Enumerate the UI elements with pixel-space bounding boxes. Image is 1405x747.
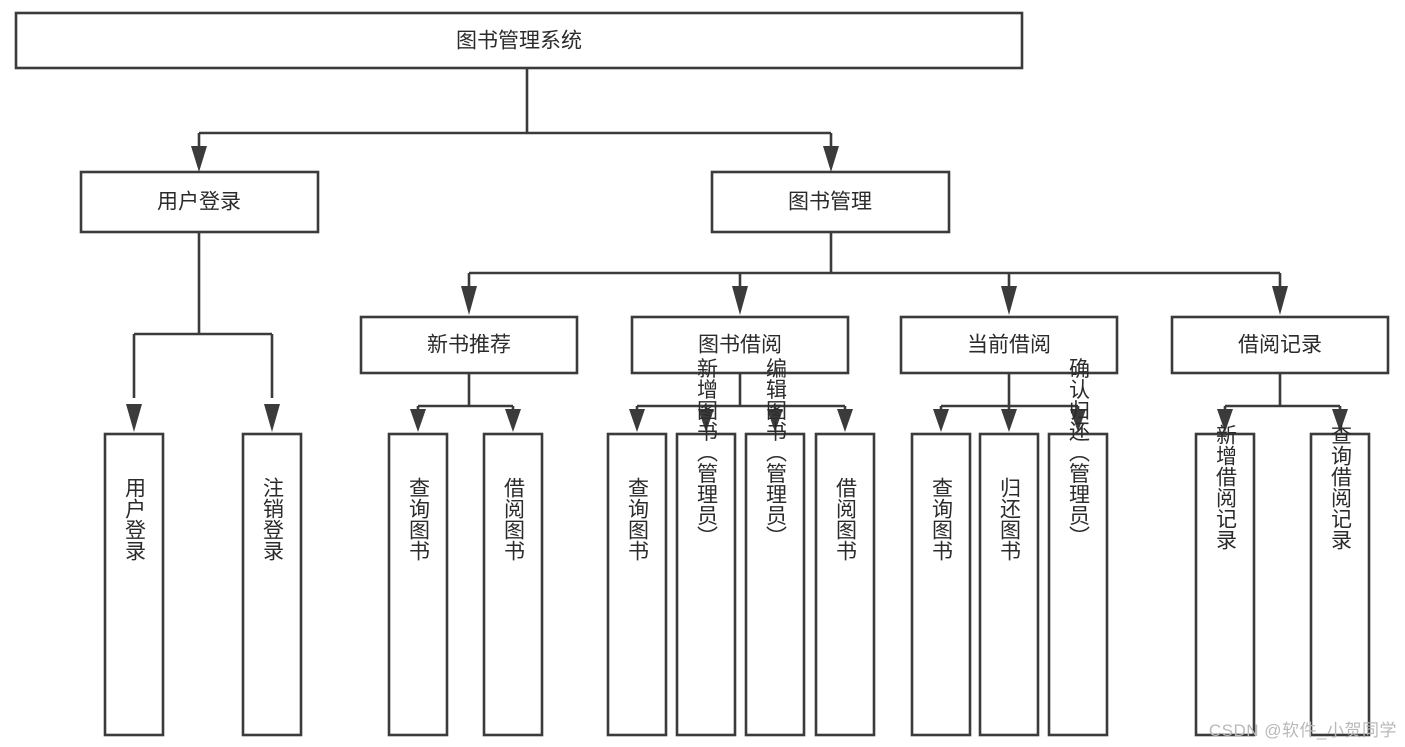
node-root-system[interactable]: 图书管理系统 — [14, 11, 1024, 70]
connector-bookborrow-to-leaves — [629, 373, 853, 432]
connector-newbook-to-leaves — [410, 373, 521, 432]
csdn-watermark: CSDN @软件_小贺同学 — [1208, 721, 1397, 740]
node-leaf-user-logout-label: 注销登录 — [261, 477, 285, 561]
node-leaf-borrow-borrow-book[interactable]: 借阅图书 — [814, 432, 876, 737]
node-leaf-current-return-book[interactable]: 归还图书 — [978, 432, 1040, 737]
node-leaf-record-query[interactable]: 查询借阅记录 — [1309, 424, 1371, 737]
node-book-management[interactable]: 图书管理 — [710, 170, 951, 234]
node-leaf-borrow-add-book[interactable]: 新增图书（管理员） — [675, 358, 737, 737]
node-new-book-recommend-label: 新书推荐 — [427, 334, 511, 357]
node-borrow-record-label: 借阅记录 — [1238, 334, 1322, 357]
node-leaf-current-confirm-return[interactable]: 确认归还（管理员） — [1047, 358, 1109, 737]
node-new-book-recommend[interactable]: 新书推荐 — [359, 315, 579, 375]
node-leaf-borrow-borrow-book-label: 借阅图书 — [834, 477, 858, 561]
node-leaf-record-add[interactable]: 新增借阅记录 — [1194, 424, 1256, 737]
node-leaf-newbook-borrow-book[interactable]: 借阅图书 — [482, 432, 544, 737]
node-leaf-current-query-book-label: 查询图书 — [930, 477, 954, 561]
node-leaf-borrow-query-book[interactable]: 查询图书 — [606, 432, 668, 737]
node-leaf-user-login-label: 用户登录 — [123, 477, 147, 561]
node-leaf-borrow-add-book-label: 新增图书（管理员） — [695, 358, 719, 547]
node-leaf-newbook-query-book-label: 查询图书 — [407, 477, 431, 561]
node-current-borrow[interactable]: 当前借阅 — [899, 315, 1119, 375]
node-leaf-newbook-borrow-book-label: 借阅图书 — [502, 477, 526, 561]
connector-borrowrecord-to-leaves — [1217, 373, 1348, 432]
node-current-borrow-label: 当前借阅 — [967, 334, 1051, 357]
node-leaf-record-query-label: 查询借阅记录 — [1329, 424, 1353, 550]
node-root-system-label: 图书管理系统 — [456, 30, 582, 53]
node-leaf-current-return-book-label: 归还图书 — [998, 477, 1022, 561]
node-leaf-borrow-edit-book[interactable]: 编辑图书（管理员） — [744, 358, 806, 737]
connector-root-to-level2 — [191, 68, 839, 172]
connector-currentborrow-to-leaves — [933, 373, 1086, 432]
node-leaf-record-add-label: 新增借阅记录 — [1214, 424, 1238, 550]
node-book-borrow-label: 图书借阅 — [698, 334, 782, 357]
connector-userlogin-to-leaves — [126, 232, 280, 432]
node-leaf-current-confirm-return-label: 确认归还（管理员） — [1067, 358, 1091, 547]
node-leaf-user-login[interactable]: 用户登录 — [103, 432, 165, 737]
node-leaf-newbook-query-book[interactable]: 查询图书 — [387, 432, 449, 737]
node-borrow-record[interactable]: 借阅记录 — [1170, 315, 1390, 375]
node-user-login[interactable]: 用户登录 — [79, 170, 320, 234]
node-leaf-user-logout[interactable]: 注销登录 — [241, 432, 303, 737]
connector-bookmgmt-to-level3 — [461, 232, 1288, 315]
node-leaf-borrow-query-book-label: 查询图书 — [626, 477, 650, 561]
node-book-borrow[interactable]: 图书借阅 — [630, 315, 850, 375]
node-leaf-current-query-book[interactable]: 查询图书 — [910, 432, 972, 737]
node-book-management-label: 图书管理 — [788, 191, 872, 214]
node-leaf-borrow-edit-book-label: 编辑图书（管理员） — [764, 358, 788, 547]
node-user-login-label: 用户登录 — [157, 191, 241, 214]
